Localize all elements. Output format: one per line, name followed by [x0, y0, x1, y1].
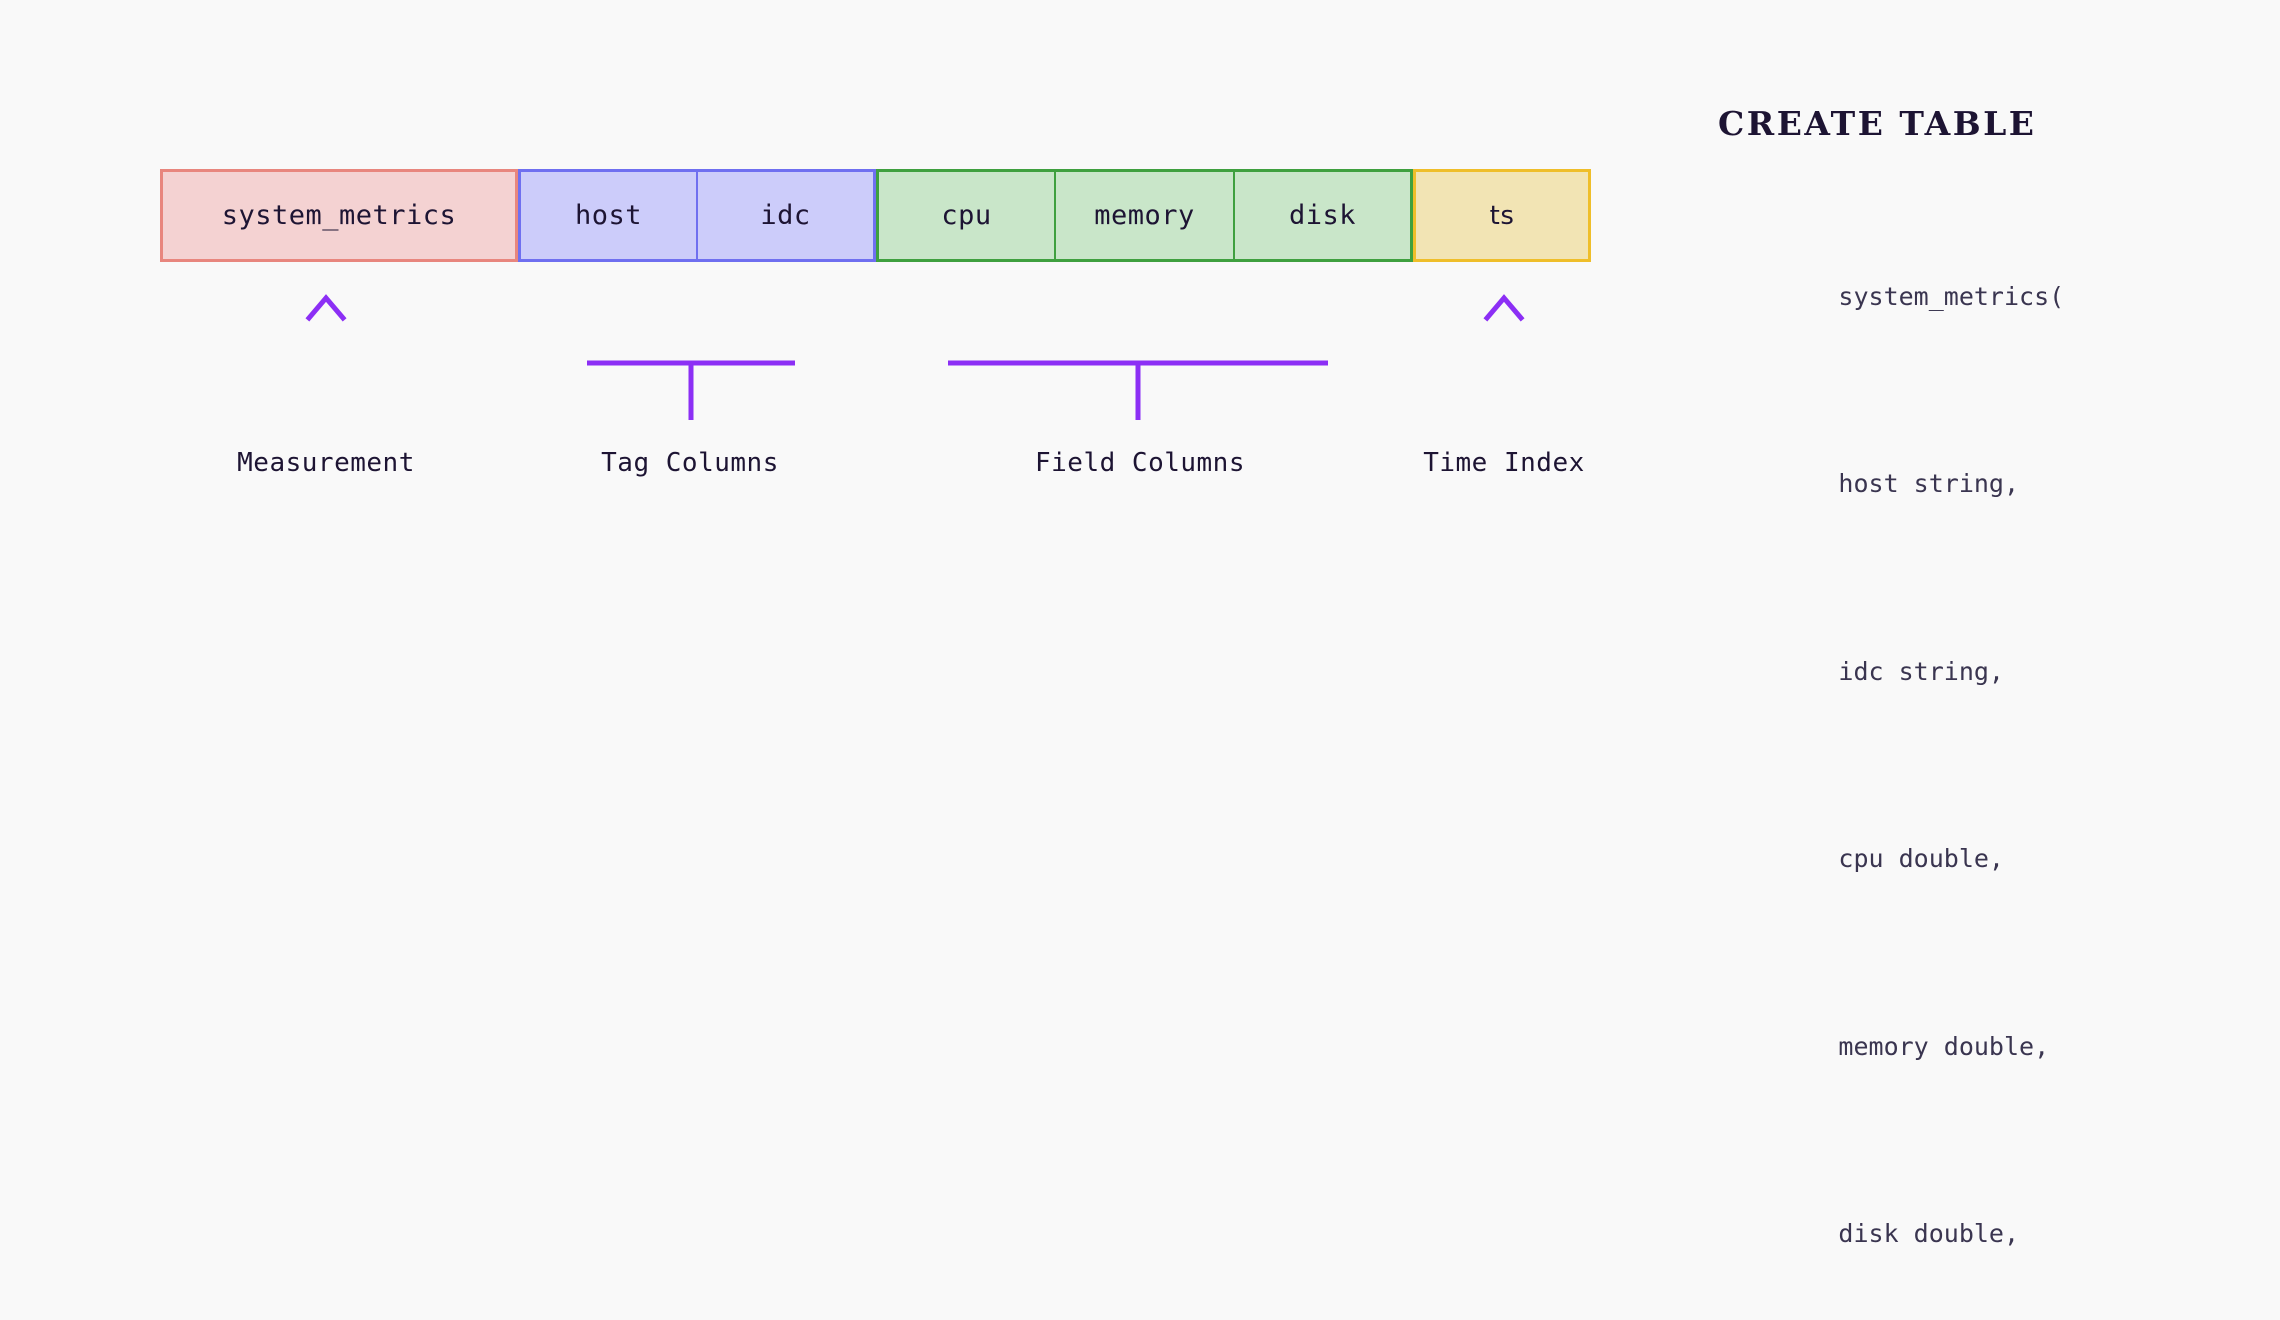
- code-plain: disk double,: [1838, 1219, 2020, 1248]
- column-cell-ts[interactable]: ts: [1413, 169, 1591, 262]
- column-label: disk: [1288, 200, 1357, 231]
- code-line: memory double,: [1718, 990, 2238, 1103]
- column-cell-memory[interactable]: memory: [1055, 169, 1234, 262]
- code-line: disk double,: [1718, 1178, 2238, 1291]
- field-columns-bracket: [947, 298, 1329, 420]
- diagram-canvas: system_metrics host idc cpu memory disk …: [160, 104, 2064, 1248]
- annotation-measurement: Measurement: [237, 448, 415, 478]
- code-panel-title: CREATE TABLE: [1718, 104, 2037, 143]
- column-label: idc: [760, 200, 811, 231]
- column-label: host: [574, 200, 643, 231]
- column-cell-host[interactable]: host: [518, 169, 697, 262]
- code-plain: idc string,: [1838, 656, 2004, 686]
- time-index-arrow-icon: [1483, 294, 1525, 416]
- annotation-field-columns: Field Columns: [1035, 448, 1245, 478]
- column-cell-measurement[interactable]: system_metrics: [160, 169, 518, 262]
- code-plain: host string,: [1838, 469, 2020, 498]
- code-line: cpu double,: [1718, 803, 2238, 916]
- code-line: system_metrics(: [1718, 240, 2238, 353]
- column-label: ts: [1489, 200, 1515, 231]
- annotation-time-index: Time Index: [1423, 448, 1585, 478]
- column-cell-cpu[interactable]: cpu: [876, 169, 1055, 262]
- code-panel-body: system_metrics( host string, idc string,…: [1718, 165, 2238, 1320]
- code-line: host string,: [1718, 428, 2238, 541]
- code-plain: memory double,: [1838, 1031, 2050, 1061]
- code-plain: cpu double,: [1838, 844, 2004, 873]
- schema-column-strip: system_metrics host idc cpu memory disk …: [160, 169, 1591, 262]
- create-table-panel: CREATE TABLE system_metrics( host string…: [1718, 104, 2238, 1320]
- column-label: cpu: [941, 200, 992, 231]
- column-cell-idc[interactable]: idc: [697, 169, 876, 262]
- tag-columns-bracket: [586, 298, 796, 420]
- column-cell-disk[interactable]: disk: [1234, 169, 1413, 262]
- column-label: memory: [1094, 200, 1195, 231]
- code-plain: system_metrics(: [1838, 281, 2065, 311]
- measurement-arrow-icon: [305, 294, 347, 416]
- annotation-tag-columns: Tag Columns: [601, 448, 779, 478]
- code-line: idc string,: [1718, 615, 2238, 728]
- column-label: system_metrics: [221, 200, 457, 231]
